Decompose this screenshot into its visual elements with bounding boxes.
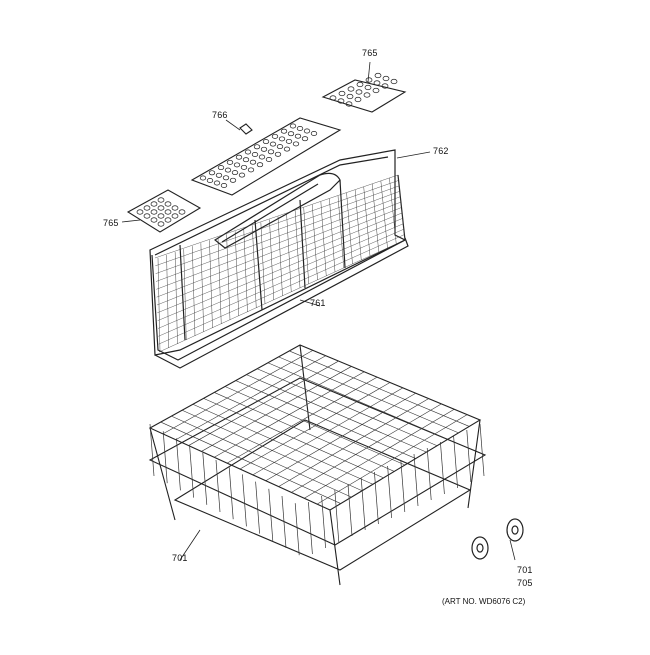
callout-701-rack: 701: [172, 553, 188, 563]
callout-766: 766: [212, 110, 228, 120]
rack-wire-grid: [149, 350, 485, 556]
leader-lines: [121, 61, 516, 561]
cover-765-top: [321, 79, 407, 113]
silverware-basket-drawing: [149, 149, 409, 369]
art-number: (ART NO. WD6076 C2): [442, 597, 526, 606]
cover-holes: [136, 72, 398, 227]
dish-rack-drawing: [148, 344, 487, 586]
callout-705: 705: [517, 578, 533, 588]
callout-765-left: 765: [103, 218, 119, 228]
callout-765-top: 765: [362, 48, 378, 58]
rack-rollers: [471, 518, 524, 560]
basket-mesh: [154, 174, 406, 353]
callout-701-roller: 701: [517, 565, 533, 575]
callout-762: 762: [433, 146, 449, 156]
cover-766: [190, 117, 342, 196]
basket-covers-drawing: [126, 79, 407, 233]
cover-765-left: [126, 189, 202, 233]
callout-761: 761: [310, 298, 326, 308]
